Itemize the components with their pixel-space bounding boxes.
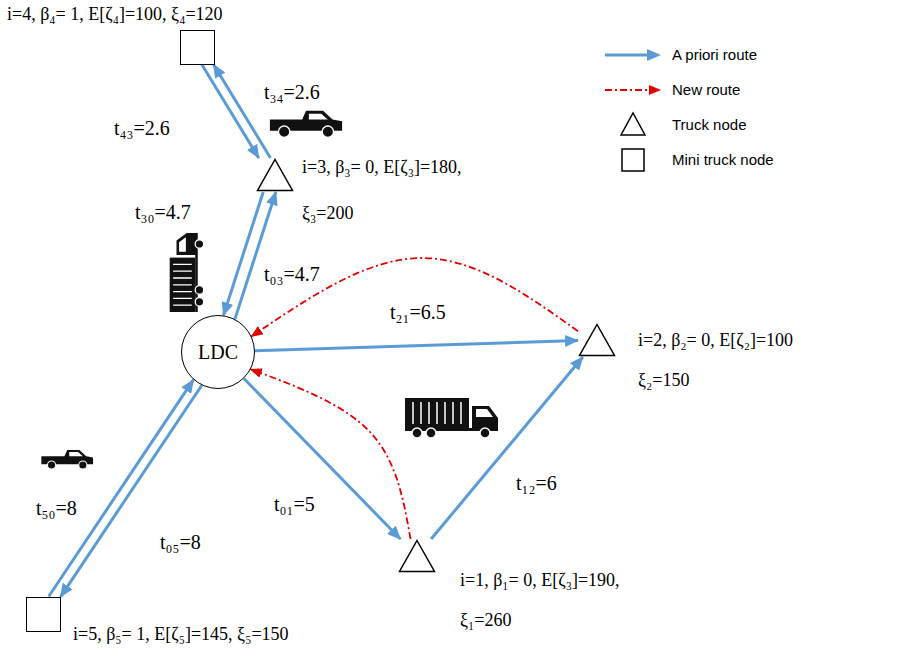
travel-time-label: t₅₀=8 [34,496,79,520]
mini-truck-node: i=5, β₅= 1, E[ζ₅]=145, ξ₅=150 [26,597,61,632]
truck-wheel [195,298,204,307]
travel-time-label: t₃₄=2.6 [262,80,322,104]
truck-node: i=1, β₁= 0, E[ζ₃]=190, ξ₁=260 [398,539,436,573]
node-label: i=3, β₃= 0, E[ζ₃]=180, ξ₃=200 [302,144,492,236]
container-ribs [413,402,461,424]
container-ribs [173,264,192,305]
travel-time-label: t₀₃=4.7 [262,262,322,286]
a-priori-route [202,65,259,159]
triangle-outline [256,158,294,192]
triangle-shape [258,160,293,191]
a-priori-route [255,341,578,351]
truck-container [170,258,196,312]
legend-arrowhead [647,49,661,61]
truck-wheel [79,461,87,469]
truck-container [405,398,469,428]
a-priori-route [214,65,271,159]
mini-truck-node: i=4, β₄= 1, E[ζ₄]=100, ξ₄=120 [180,30,215,65]
travel-time-label: t₀₁=5 [272,492,317,516]
truck-wheel [480,428,490,438]
a-priori-route [61,385,202,597]
node-label: i=4, β₄= 1, E[ζ₄]=100, ξ₄=120 [7,3,223,25]
truck-wheel [47,461,55,469]
new-route [252,258,578,336]
truck-node: i=3, β₃= 0, E[ζ₃]=180, ξ₃=200 [256,158,294,192]
pickup-truck-icon [270,111,342,138]
triangle-shape [580,325,615,356]
new-route [251,369,411,539]
node-label: i=2, β₂= 0, E[ζ₂]=100 ξ₂=150 [638,320,828,400]
legend-square-sample [622,149,644,171]
truck-window [69,452,83,456]
truck-cab [472,406,498,430]
legend-label: Mini truck node [672,150,774,170]
truck-window [179,237,186,251]
depot-circle: LDC [181,315,255,389]
a-priori-route [244,378,401,539]
travel-time-label: t₂₁=6.5 [388,300,448,324]
travel-time-label: t₀₅=8 [158,530,203,554]
legend-line-sample [605,89,650,91]
truck-wheel [412,428,422,438]
triangle-outline [578,323,616,357]
node-label: i=5, β₅= 1, E[ζ₅]=145, ξ₅=150 [73,623,289,645]
legend-line-sample [605,54,648,57]
travel-time-label: t₁₂=6 [514,471,559,495]
depot-label: LDC [198,341,238,364]
triangle-outline [398,539,436,573]
truck-wheel [322,126,333,137]
a-priori-route [235,192,276,319]
truck-wheel [426,428,436,438]
truck-wheel [195,286,204,295]
truck-wheel [195,240,204,249]
travel-time-label: t₄₃=2.6 [112,116,172,140]
truck-window [476,409,493,417]
container-truck-icon [170,233,204,312]
pickup-truck-icon [41,450,93,469]
truck-node: i=2, β₂= 0, E[ζ₂]=100 ξ₂=150 [578,323,616,357]
legend-triangle-sample [621,113,645,135]
a-priori-route [431,357,583,539]
triangle-shape [400,541,435,572]
legend-label: A priori route [672,45,757,65]
node-label: i=1, β₁= 0, E[ζ₃]=190, ξ₁=260 [460,560,650,640]
container-truck-icon [405,398,498,438]
a-priori-route [49,380,194,597]
legend-label: New route [672,80,740,100]
legend-label: Truck node [672,115,746,135]
truck-wheel [278,126,289,137]
legend-arrowhead [649,85,661,95]
truck-cab [177,233,197,255]
travel-time-label: t₃₀=4.7 [133,200,193,224]
truck-window [309,114,328,120]
